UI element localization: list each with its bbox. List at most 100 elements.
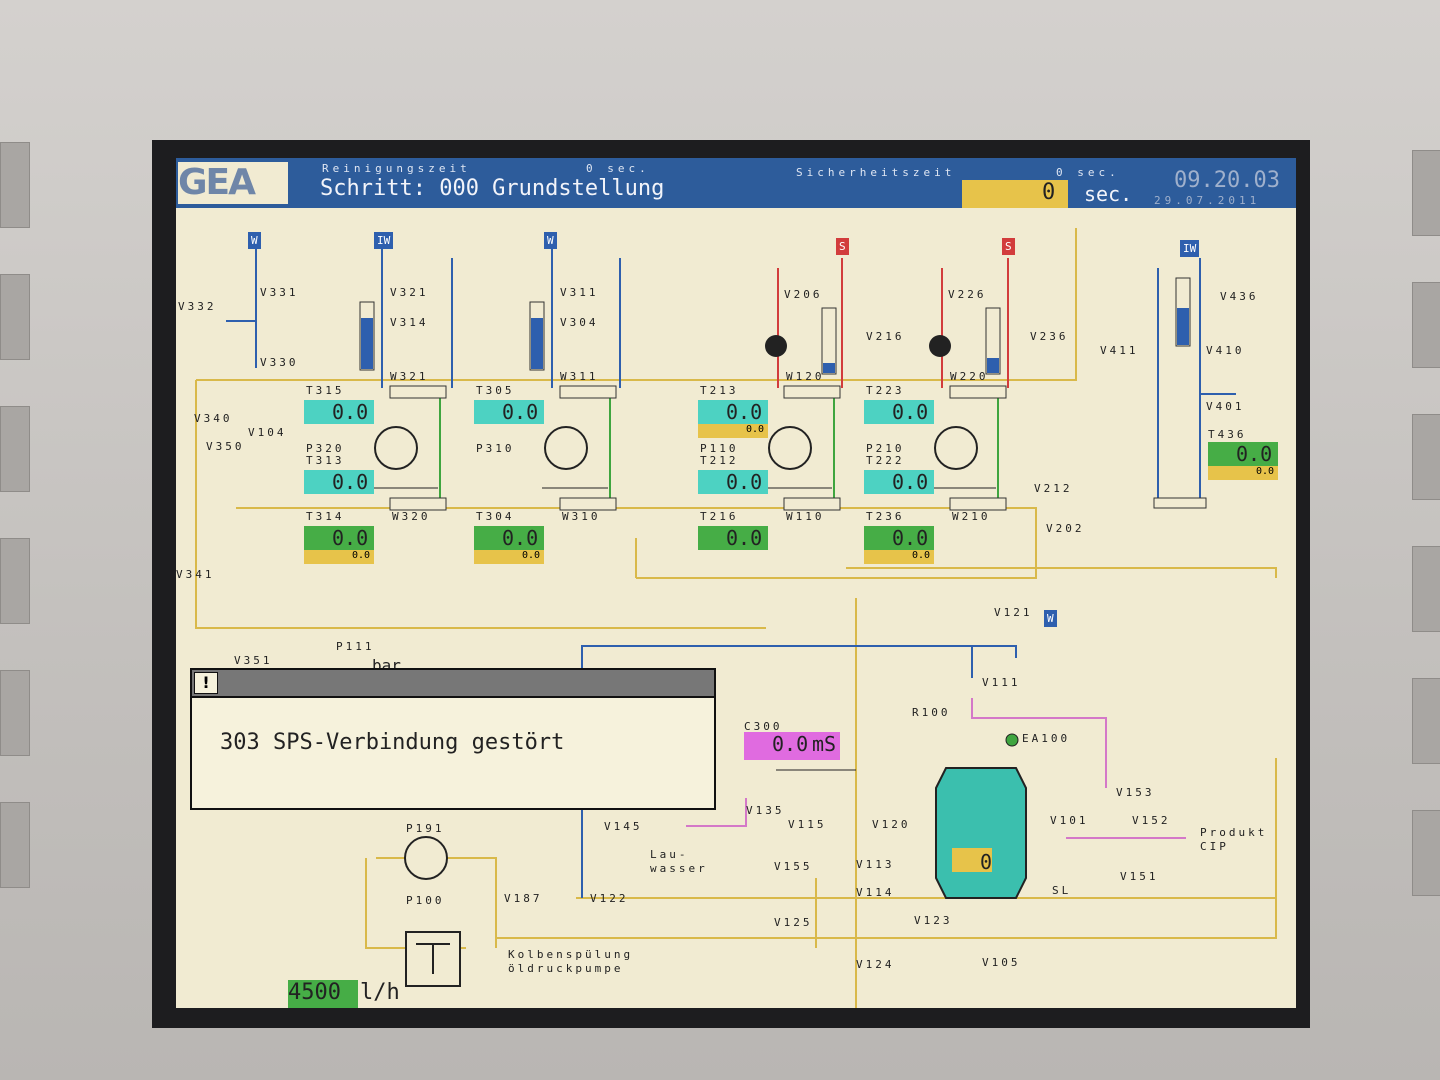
value-field-t436-aux: 0.0	[1208, 466, 1278, 480]
tank-level-value: 0	[980, 850, 993, 874]
valve-label-v401[interactable]: V401	[1206, 400, 1245, 413]
cip-label: CIP	[1200, 840, 1229, 853]
valve-label-v340[interactable]: V340	[194, 412, 233, 425]
side-key[interactable]	[1412, 546, 1440, 632]
valve-label-v145[interactable]: V145	[604, 820, 643, 833]
valve-label-v304[interactable]: V304	[560, 316, 599, 329]
valve-label-v122[interactable]: V122	[590, 892, 629, 905]
valve-label-v114[interactable]: V114	[856, 886, 895, 899]
valve-label-v236[interactable]: V236	[1030, 330, 1069, 343]
cleaning-time-label: Reinigungszeit	[322, 162, 471, 175]
value-field-t212: 0.0	[698, 470, 768, 494]
side-key[interactable]	[0, 406, 30, 492]
side-key[interactable]	[0, 670, 30, 756]
valve-label-v105[interactable]: V105	[982, 956, 1021, 969]
valve-label-v124[interactable]: V124	[856, 958, 895, 971]
side-key[interactable]	[1412, 810, 1440, 896]
alarm-dialog-header[interactable]: !	[192, 670, 714, 698]
pump-label-p320: P320	[306, 442, 345, 455]
valve-label-v111[interactable]: V111	[982, 676, 1021, 689]
clock: 09.20.03	[1174, 168, 1280, 193]
water-marker: W	[248, 232, 261, 249]
pump-label-p111: P111	[336, 640, 375, 653]
valve-label-v212[interactable]: V212	[1034, 482, 1073, 495]
exchanger-label-w310: W310	[562, 510, 601, 523]
conductivity-value: 0.0	[772, 732, 809, 756]
sensor-label-t212: T212	[700, 454, 739, 467]
exchanger-label-w320: W320	[392, 510, 431, 523]
valve-label-v152[interactable]: V152	[1132, 814, 1171, 827]
level-gauges	[359, 277, 1191, 375]
return-lines	[439, 398, 999, 498]
valve-label-v121[interactable]: V121	[994, 606, 1033, 619]
valve-label-v351[interactable]: V351	[234, 654, 273, 667]
sensor-label-t315: T315	[306, 384, 345, 397]
cleaning-time-value: 0 sec.	[586, 162, 650, 175]
value-field-t304: 0.0	[474, 526, 544, 550]
value-field-t314-aux: 0.0	[304, 550, 374, 564]
valve-label-v202[interactable]: V202	[1046, 522, 1085, 535]
valve-label-v216[interactable]: V216	[866, 330, 905, 343]
sensor-label-t213: T213	[700, 384, 739, 397]
valve-label-v123[interactable]: V123	[914, 914, 953, 927]
valve-label-v350[interactable]: V350	[206, 440, 245, 453]
valve-label-v321[interactable]: V321	[390, 286, 429, 299]
valve-label-v311[interactable]: V311	[560, 286, 599, 299]
kolbenspuelung-label: Kolbenspülung	[508, 948, 634, 961]
sensor-label-t216: T216	[700, 510, 739, 523]
iw-marker: IW	[1180, 240, 1200, 257]
pump-label-p191: P191	[406, 822, 445, 835]
oil-pump-box	[405, 931, 461, 987]
sensor-label-t236: T236	[866, 510, 905, 523]
product-lines	[686, 698, 1186, 839]
valve-label-v125[interactable]: V125	[774, 916, 813, 929]
flow-unit: l/h	[360, 980, 400, 1005]
valve-label-v120[interactable]: V120	[872, 818, 911, 831]
lauwasser-label-2: wasser	[650, 862, 708, 875]
valve-label-v155[interactable]: V155	[774, 860, 813, 873]
valve-label-v330[interactable]: V330	[260, 356, 299, 369]
valve-label-v226[interactable]: V226	[948, 288, 987, 301]
valve-label-v153[interactable]: V153	[1116, 786, 1155, 799]
steam-lines	[777, 258, 1009, 388]
value-field-t213: 0.0	[698, 400, 768, 424]
value-field-t223: 0.0	[864, 400, 934, 424]
alarm-dialog[interactable]: ! 303 SPS-Verbindung gestört	[190, 668, 716, 810]
side-key[interactable]	[0, 142, 30, 228]
main-tank	[935, 733, 1027, 899]
valve-label-v341[interactable]: V341	[176, 568, 215, 581]
conductivity-field	[744, 732, 840, 760]
side-key[interactable]	[1412, 282, 1440, 368]
side-key[interactable]	[1412, 678, 1440, 764]
side-key[interactable]	[0, 802, 30, 888]
valve-label-v151[interactable]: V151	[1120, 870, 1159, 883]
value-field-t314: 0.0	[304, 526, 374, 550]
value-field-t304-aux: 0.0	[474, 550, 544, 564]
valve-label-v436[interactable]: V436	[1220, 290, 1259, 303]
produkt-label: Produkt	[1200, 826, 1268, 839]
side-key[interactable]	[1412, 414, 1440, 500]
valve-label-v410[interactable]: V410	[1206, 344, 1245, 357]
valve-label-v314[interactable]: V314	[390, 316, 429, 329]
side-key[interactable]	[0, 274, 30, 360]
heat-exchangers	[389, 385, 1207, 511]
valve-label-v332[interactable]: V332	[178, 300, 217, 313]
valve-label-v411[interactable]: V411	[1100, 344, 1139, 357]
valve-label-v115[interactable]: V115	[788, 818, 827, 831]
lauwasser-label-1: Lau-	[650, 848, 689, 861]
side-key[interactable]	[0, 538, 30, 624]
valve-label-v135[interactable]: V135	[746, 804, 785, 817]
pump-label-p210: P210	[866, 442, 905, 455]
exchanger-label-w210: W210	[952, 510, 991, 523]
valve-label-v101[interactable]: V101	[1050, 814, 1089, 827]
process-diagram	[195, 228, 1277, 1008]
side-key[interactable]	[1412, 150, 1440, 236]
valve-label-v104[interactable]: V104	[248, 426, 287, 439]
cip-lines	[195, 228, 1277, 1008]
exchanger-label-w311: W311	[560, 370, 599, 383]
value-field-t315: 0.0	[304, 400, 374, 424]
valve-label-v206[interactable]: V206	[784, 288, 823, 301]
valve-label-v331[interactable]: V331	[260, 286, 299, 299]
valve-label-v113[interactable]: V113	[856, 858, 895, 871]
valve-label-v187[interactable]: V187	[504, 892, 543, 905]
